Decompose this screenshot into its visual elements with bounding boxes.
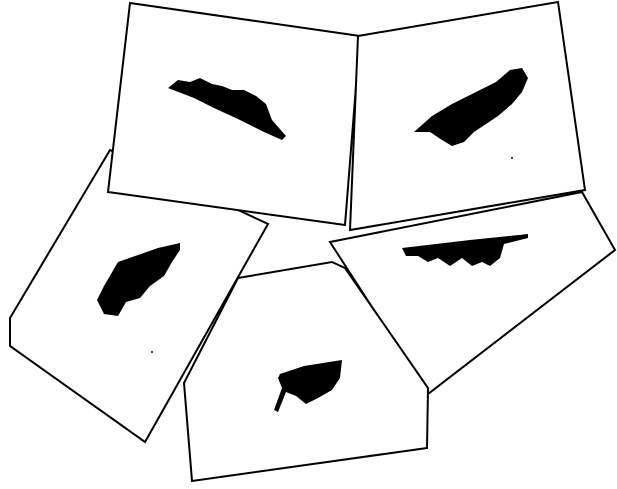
speck-mark xyxy=(511,157,513,159)
card-top-left xyxy=(108,3,360,225)
card-top-right xyxy=(350,2,585,230)
speck-mark xyxy=(151,351,153,353)
